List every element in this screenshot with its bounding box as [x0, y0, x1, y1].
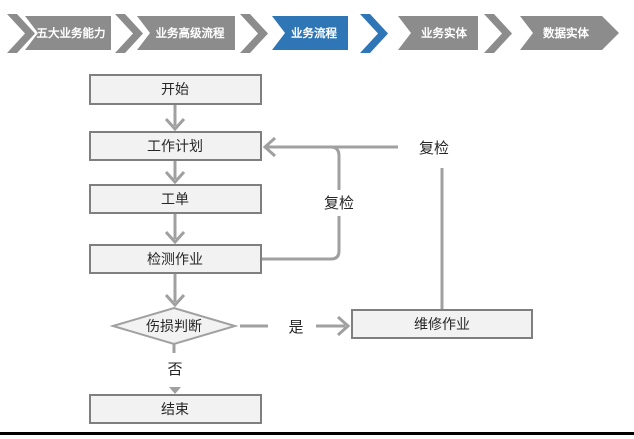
node-start — [89, 74, 262, 105]
arrow-down-icon — [169, 387, 181, 394]
nav-step-3-label: 业务流程 — [291, 26, 337, 40]
nav-step-3-active[interactable] — [272, 16, 348, 50]
decision-damage-judgment-label: 伤损判断 — [146, 318, 202, 334]
arrow-left-icon — [262, 136, 277, 158]
arrow-down-icon — [164, 230, 186, 245]
edge-recheck-inner-lower — [261, 216, 341, 261]
nav-step-4[interactable] — [398, 16, 478, 50]
node-repair-label: 维修作业 — [414, 316, 470, 332]
nav-step-1-label: 五大业务能力 — [37, 26, 106, 40]
arrow-down-icon — [164, 170, 186, 185]
node-repair — [351, 309, 533, 339]
edge-label-recheck-inner: 复检 — [324, 194, 354, 212]
nav-step-4-label: 业务实体 — [421, 26, 467, 40]
node-inspection-label: 检测作业 — [147, 251, 203, 267]
arrow-down-icon — [164, 117, 186, 132]
edge-label-yes: 是 — [288, 319, 303, 336]
node-work-order — [89, 184, 262, 214]
arrow-right-icon — [336, 315, 351, 337]
edge-label-no: 否 — [167, 361, 182, 378]
process-steps-nav: 五大业务能力 业务高级流程 业务流程 业务实体 数据实体 — [7, 14, 619, 53]
edge-recheck-inner-upper — [318, 145, 341, 190]
chevron-separator-icon — [484, 14, 512, 53]
nav-step-2-label: 业务高级流程 — [156, 26, 225, 40]
node-work-plan — [89, 131, 262, 161]
node-start-label: 开始 — [161, 81, 189, 97]
bottom-border-line — [0, 432, 634, 435]
chevron-separator-icon — [7, 14, 35, 53]
node-work-plan-label: 工作计划 — [147, 138, 203, 154]
node-end — [89, 394, 262, 424]
nav-step-5[interactable] — [520, 16, 619, 50]
edge-label-recheck-outer: 复检 — [419, 139, 449, 157]
arrow-down-icon — [164, 293, 186, 308]
chevron-separator-icon — [360, 14, 388, 53]
node-inspection — [89, 244, 262, 274]
chevron-separator-icon — [115, 14, 143, 53]
node-end-label: 结束 — [161, 401, 189, 417]
flow-nodes: 开始 工作计划 工单 检测作业 伤损判断 维修作业 结束 — [89, 74, 533, 424]
node-work-order-label: 工单 — [161, 191, 189, 207]
nav-step-2[interactable] — [137, 16, 235, 50]
decision-damage-judgment — [109, 306, 239, 346]
nav-step-1[interactable] — [25, 16, 111, 50]
nav-step-5-label: 数据实体 — [543, 26, 589, 40]
flow-edges — [164, 104, 444, 394]
chevron-separator-icon — [240, 14, 268, 53]
